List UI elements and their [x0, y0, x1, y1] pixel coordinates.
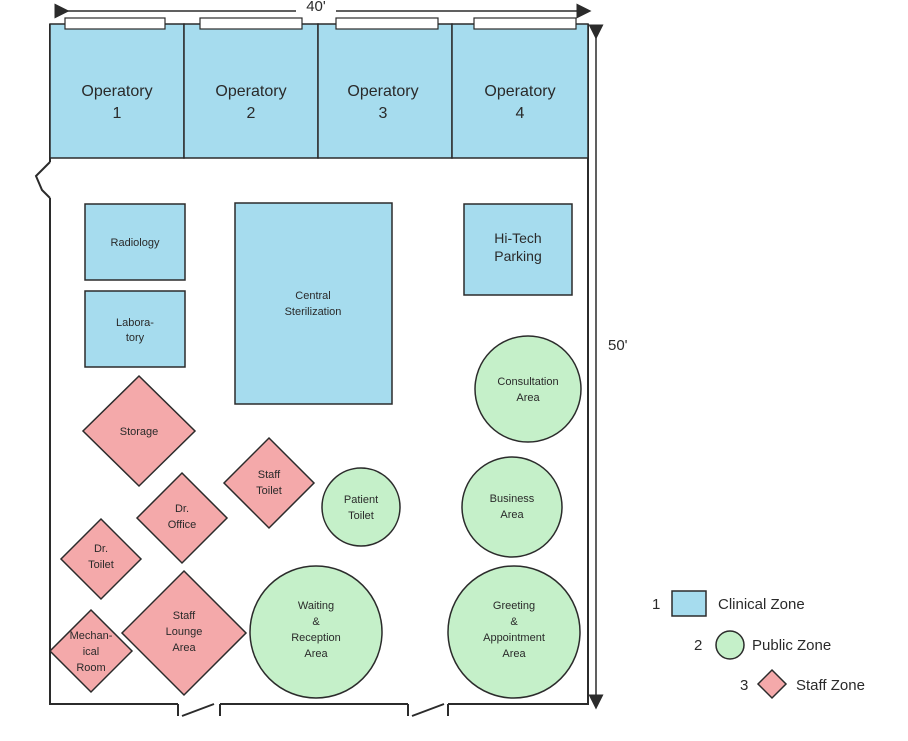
operatory-2-label: Operatory — [215, 83, 286, 100]
dr-office-label-line1: Dr. — [175, 503, 189, 515]
laboratory-room — [84, 290, 186, 368]
business-label-line2: Area — [500, 509, 524, 521]
consultation-area — [474, 335, 582, 443]
legend-staff-label: Staff Zone — [796, 677, 865, 694]
waiting-label-line2: & — [312, 616, 320, 628]
storage-room — [81, 374, 197, 488]
width-dimension: 40' — [54, 0, 592, 19]
dr-office-room — [135, 471, 229, 565]
operatory-3-window — [335, 17, 439, 30]
storage-label: Storage — [120, 426, 159, 438]
legend-clinical-label: Clinical Zone — [718, 596, 805, 613]
central-sterilization-room — [234, 202, 393, 405]
waiting-label-line4: Area — [304, 648, 328, 660]
hitech-parking-label-line2: Parking — [494, 248, 541, 264]
greeting-label-line2: & — [510, 616, 518, 628]
business-label-line1: Business — [490, 493, 535, 505]
laboratory-label-line2: tory — [126, 332, 145, 344]
staff-toilet-room — [222, 436, 316, 530]
radiology-label: Radiology — [111, 237, 160, 249]
operatory-row: Operatory 1 Operatory 2 Operatory 3 Oper… — [49, 17, 589, 159]
staff-lounge-label-line1: Staff — [173, 610, 196, 622]
public-rooms: Consultation Area Patient Toilet Busines… — [249, 335, 582, 699]
legend-number-2: 2 — [694, 637, 702, 654]
laboratory-label-line1: Labora- — [116, 317, 154, 329]
operatory-2-number: 2 — [247, 105, 256, 122]
height-dimension-label: 50' — [608, 337, 628, 354]
greeting-appointment-area — [447, 565, 581, 699]
staff-toilet-label-line1: Staff — [258, 469, 281, 481]
waiting-label-line3: Reception — [291, 632, 341, 644]
operatory-1-number: 1 — [113, 105, 122, 122]
legend-public-label: Public Zone — [752, 637, 831, 654]
central-sterilization-label-line2: Sterilization — [285, 306, 342, 318]
business-area — [461, 456, 563, 558]
greeting-label-line4: Area — [502, 648, 526, 660]
operatory-4-label: Operatory — [484, 83, 555, 100]
operatory-2-window — [199, 17, 303, 30]
waiting-reception-area — [249, 565, 383, 699]
radiology-room — [84, 203, 186, 281]
staff-lounge-label-line3: Area — [172, 642, 196, 654]
height-dimension: 50' — [588, 24, 628, 710]
greeting-label-line1: Greeting — [493, 600, 535, 612]
staff-toilet-label-line2: Toilet — [256, 485, 282, 497]
legend-public-circle — [715, 630, 745, 660]
patient-toilet — [321, 467, 401, 547]
operatory-3-number: 3 — [379, 105, 388, 122]
central-sterilization-label-line1: Central — [295, 290, 330, 302]
width-dimension-label: 40' — [306, 0, 326, 15]
operatory-4 — [451, 23, 589, 159]
hitech-parking-label-line1: Hi-Tech — [494, 230, 541, 246]
patient-toilet-label-line2: Toilet — [348, 510, 374, 522]
consultation-label-line2: Area — [516, 392, 540, 404]
consultation-label-line1: Consultation — [497, 376, 558, 388]
operatory-3-label: Operatory — [347, 83, 418, 100]
legend-staff-diamond — [756, 668, 788, 700]
waiting-label-line1: Waiting — [298, 600, 334, 612]
mechanical-label-line2: ical — [83, 646, 100, 658]
dr-toilet-room — [59, 517, 143, 601]
staff-lounge-label-line2: Lounge — [166, 626, 203, 638]
mechanical-label-line3: Room — [76, 662, 105, 674]
legend-number-3: 3 — [740, 677, 748, 694]
staff-rooms: Storage Staff Toilet Dr. Office Dr. Toil… — [48, 374, 316, 697]
dr-toilet-label-line1: Dr. — [94, 543, 108, 555]
staff-lounge-room — [120, 569, 248, 697]
mechanical-label-line1: Mechan- — [70, 630, 113, 642]
legend: 1 Clinical Zone 2 Public Zone 3 Staff Zo… — [652, 590, 865, 700]
clinical-rooms: Radiology Labora- tory Central Steriliza… — [84, 202, 573, 405]
mechanical-room — [48, 608, 134, 694]
operatory-1-label: Operatory — [81, 83, 152, 100]
dr-toilet-label-line2: Toilet — [88, 559, 114, 571]
dr-office-label-line2: Office — [168, 519, 197, 531]
operatory-4-number: 4 — [516, 105, 525, 122]
operatory-3 — [317, 23, 453, 159]
hitech-parking-room — [463, 203, 573, 296]
operatory-4-window — [473, 17, 577, 30]
legend-clinical-square — [671, 590, 707, 617]
patient-toilet-label-line1: Patient — [344, 494, 378, 506]
operatory-1-window — [64, 17, 166, 30]
legend-number-1: 1 — [652, 596, 660, 613]
greeting-label-line3: Appointment — [483, 632, 545, 644]
